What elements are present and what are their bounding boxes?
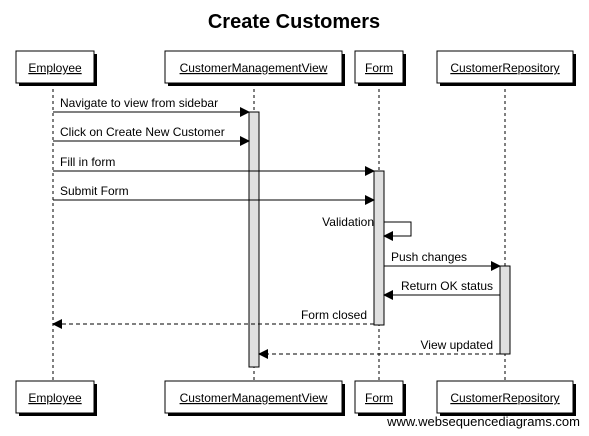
participant-label: CustomerManagementView [180,391,328,405]
participant-label: Form [365,391,393,405]
activation-bar-repo [499,265,511,355]
message-2: Click on Create New Customer [53,125,250,146]
participant-label: CustomerRepository [450,61,559,75]
participant-box-employee-bottom: Employee [15,380,97,416]
participant-box-view-bottom: CustomerManagementView [164,380,345,416]
participant-box [436,380,574,414]
message-label: Push changes [391,250,467,264]
message-label: Fill in form [60,155,115,169]
message-4: Submit Form [53,184,375,205]
participant-box-repo-top: CustomerRepository [436,50,576,86]
message-label: Submit Form [60,184,129,198]
participants-bottom: Employee CustomerManagementView Form Custom… [15,380,576,416]
participant-label: Employee [28,391,82,405]
participants-top: Employee CustomerManagementView Form Custom… [15,50,576,86]
participant-box [15,380,95,414]
message-5: Validation [322,215,412,241]
message-3: Fill in form [53,155,375,176]
message-8: Form closed [52,308,374,329]
participant-label: CustomerManagementView [180,61,328,75]
activation-bar-view [248,111,260,368]
participant-label: Form [365,61,393,75]
participant-label: Employee [28,61,82,75]
participant-box-form-bottom: Form [354,380,406,416]
message-label: Return OK status [401,279,493,293]
participant-box [164,50,343,84]
participant-box-repo-bottom: CustomerRepository [436,380,576,416]
self-message-arrow [383,221,412,241]
participant-label: CustomerRepository [450,391,559,405]
participant-box-view-top: CustomerManagementView [164,50,345,86]
participant-box-form-top: Form [354,50,406,86]
participant-box [436,50,574,84]
activation-bars [248,111,511,368]
message-6: Push changes [384,250,501,271]
message-label: Form closed [301,308,367,322]
footer-watermark: www.websequencediagrams.com [386,414,580,429]
participant-box [354,50,404,84]
message-7: Return OK status [383,279,500,300]
participant-box [164,380,343,414]
message-9: View updated [258,338,500,359]
message-label: Navigate to view from sidebar [60,96,218,110]
activation-bar-form [373,170,385,326]
message-label: View updated [420,338,493,352]
participant-box [354,380,404,414]
participant-box [15,50,95,84]
message-label: Validation [322,215,374,229]
message-1: Navigate to view from sidebar [53,96,250,117]
message-label: Click on Create New Customer [60,125,225,139]
participant-box-employee-top: Employee [15,50,97,86]
diagram-title: Create Customers [208,11,380,33]
